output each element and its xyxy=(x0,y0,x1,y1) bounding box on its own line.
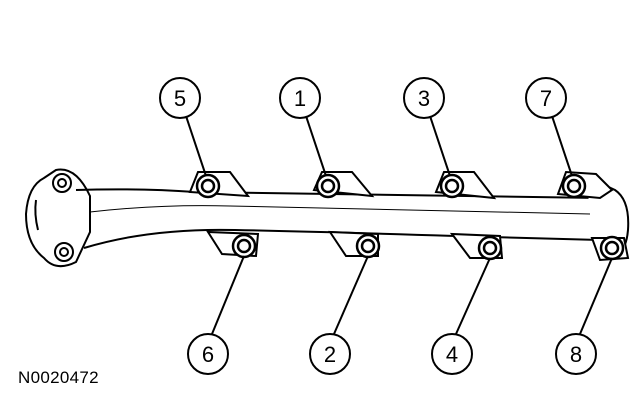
svg-text:1: 1 xyxy=(294,86,306,111)
flange-studs xyxy=(52,173,74,262)
svg-text:7: 7 xyxy=(540,86,552,111)
svg-text:6: 6 xyxy=(202,342,214,367)
bolt-3 xyxy=(439,173,465,199)
figure-reference-code: N0020472 xyxy=(18,368,99,387)
callout-2: 2 xyxy=(309,333,351,375)
bolt-6 xyxy=(231,233,257,259)
bolt-heads xyxy=(195,173,625,261)
leader-lines xyxy=(185,115,613,335)
svg-text:8: 8 xyxy=(570,342,582,367)
svg-text:2: 2 xyxy=(324,342,336,367)
bolt-8 xyxy=(599,235,625,261)
callout-4: 4 xyxy=(431,333,473,375)
lower-bolt-bosses xyxy=(206,230,630,262)
bolt-2 xyxy=(355,233,381,259)
bolt-5 xyxy=(195,173,221,199)
callout-8: 8 xyxy=(555,333,597,375)
callouts: 5 1 3 7 6 2 4 8 xyxy=(159,77,597,375)
callout-3: 3 xyxy=(403,77,445,119)
bolt-7 xyxy=(561,173,587,199)
callout-7: 7 xyxy=(525,77,567,119)
callout-6: 6 xyxy=(187,333,229,375)
svg-text:3: 3 xyxy=(418,86,430,111)
bolt-1 xyxy=(315,173,341,199)
svg-text:4: 4 xyxy=(446,342,458,367)
callout-5: 5 xyxy=(159,77,201,119)
svg-text:5: 5 xyxy=(174,86,186,111)
callout-1: 1 xyxy=(279,77,321,119)
bolt-4 xyxy=(477,235,503,261)
